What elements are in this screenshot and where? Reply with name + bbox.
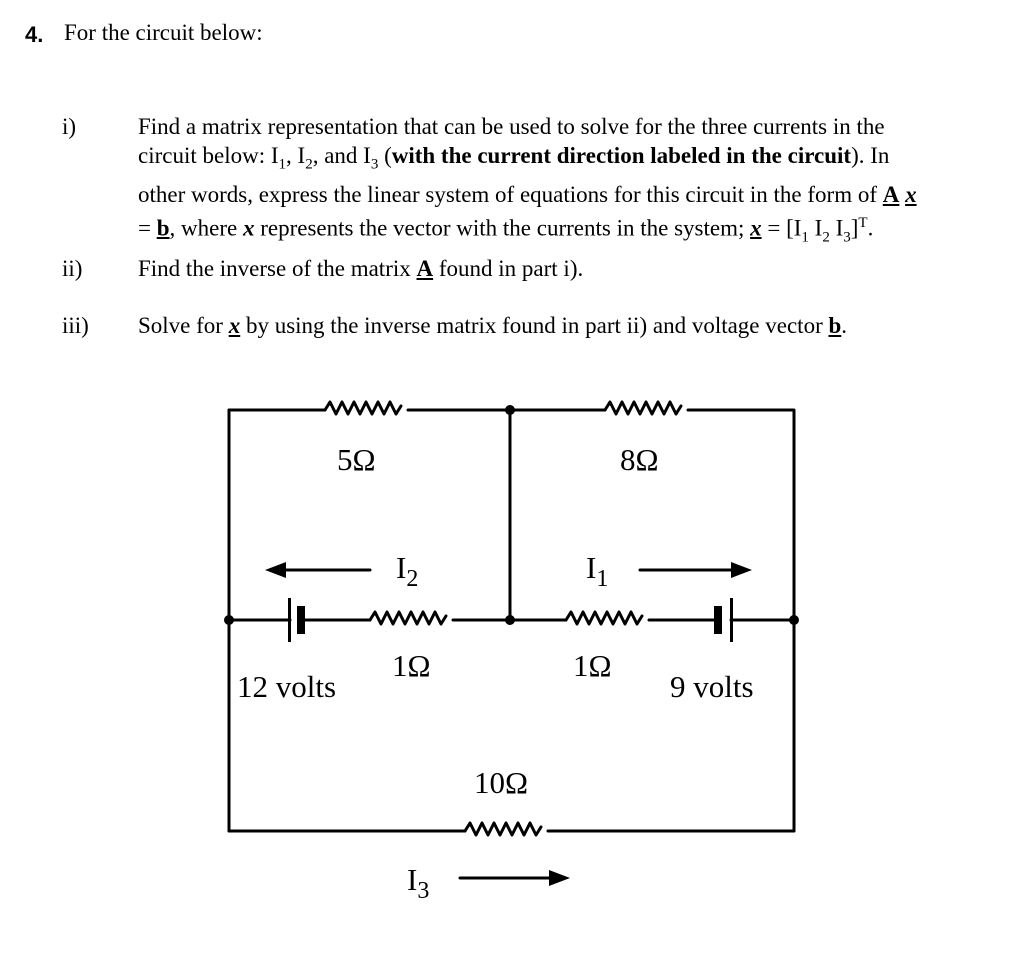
arrow-i3-head <box>549 870 570 886</box>
label-1-ohm-left: 1Ω <box>392 648 431 683</box>
part-iii-label: iii) <box>62 313 89 338</box>
label-1-ohm-right: 1Ω <box>573 648 612 683</box>
part-ii-label: ii) <box>62 256 83 281</box>
resistor-10-ohm <box>463 821 543 837</box>
part-i-line1: Find a matrix representation that can be… <box>138 114 885 139</box>
label-5-ohm: 5Ω <box>337 442 376 477</box>
part-i-line3: other words, express the linear system o… <box>138 181 917 207</box>
battery-9v-long-plate <box>730 598 733 642</box>
part-i-text: Find a matrix representation that can be… <box>138 112 998 252</box>
part-i-line2: circuit below: I1, I2, and I3 (with the … <box>138 143 890 173</box>
label-12-volts: 12 volts <box>237 669 336 704</box>
part-ii-text: Find the inverse of the matrix A found i… <box>138 256 584 281</box>
resistor-1-ohm-right <box>564 610 644 626</box>
resistor-1-ohm-left <box>368 610 448 626</box>
junction-left <box>224 615 234 625</box>
battery-12v-short-plate <box>297 606 305 634</box>
junction-center <box>505 615 515 625</box>
question-number: 4. <box>25 22 44 47</box>
label-i2: I2 <box>396 550 418 592</box>
label-9-volts: 9 volts <box>670 669 754 704</box>
part-i-label: i) <box>62 114 77 139</box>
label-10-ohm: 10Ω <box>474 765 528 800</box>
resistor-5-ohm <box>323 400 403 416</box>
junction-top-middle <box>505 405 515 415</box>
arrow-i1-head <box>731 562 752 578</box>
label-i1: I1 <box>586 550 608 592</box>
part-i-line4: = b, where x represents the vector with … <box>138 214 874 245</box>
wire-top-right <box>686 408 796 833</box>
resistor-8-ohm <box>603 400 683 416</box>
question-intro: For the circuit below: <box>64 20 263 45</box>
battery-12v-long-plate <box>288 598 291 642</box>
label-i3: I3 <box>407 862 429 904</box>
label-8-ohm: 8Ω <box>620 442 659 477</box>
battery-9v-short-plate <box>714 606 722 634</box>
arrow-i2-head <box>265 562 286 578</box>
part-iii-text: Solve for x by using the inverse matrix … <box>138 313 848 338</box>
junction-right <box>789 615 799 625</box>
